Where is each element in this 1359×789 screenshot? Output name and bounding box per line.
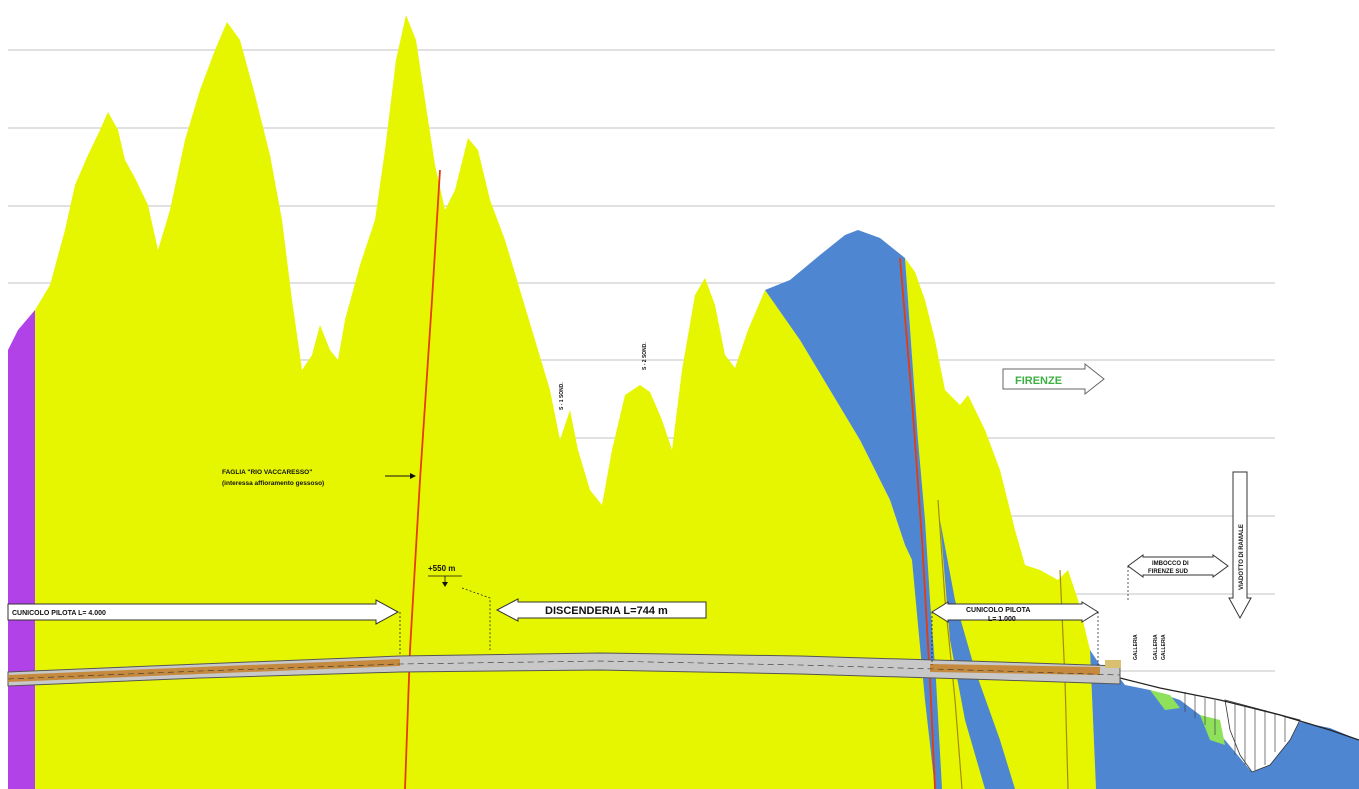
firenze-direction-arrow: FIRENZE: [1002, 362, 1105, 396]
tunnel-alignment: [7, 652, 1121, 687]
sondaggio-2-label: S - 2 SOND.: [642, 342, 648, 370]
galleria-label-3: GALLERIA: [1161, 634, 1167, 660]
tunnel-centerline: [7, 660, 1121, 680]
valley-white-fill: [1224, 699, 1301, 773]
sondaggio-1-label: S - 1 SOND.: [559, 382, 565, 410]
blue-wedge-right: [940, 520, 1015, 789]
fault-lines: [404, 169, 936, 789]
imbocco-arrow: IMBOCCO DI FIRENZE SUD: [1127, 554, 1229, 600]
cunicolo-pilota-right-arrow: CUNICOLO PILOTA L= 1.000: [931, 601, 1099, 665]
soil-green-pocket-2: [1200, 715, 1225, 745]
galleria-markers: GALLERIA GALLERIA GALLERIA: [1133, 634, 1167, 660]
cunicolo-right-label-line1: CUNICOLO PILOTA: [966, 607, 1030, 614]
firenze-label: FIRENZE: [1015, 375, 1062, 387]
soil-green-pocket-1: [1150, 690, 1180, 710]
faglia-label-line2: (interessa affioramento gessoso): [222, 480, 324, 487]
discenderia-arrow: DISCENDERIA L=744 m: [495, 598, 707, 622]
imbocco-label-line1: IMBOCCO DI: [1152, 561, 1189, 567]
discenderia-label: DISCENDERIA L=744 m: [545, 605, 668, 617]
faglia-label-line1: FAGLIA "RIO VACCARESSO": [222, 469, 312, 476]
viadotto-label: VIADOTTO DI RAMALE: [1239, 524, 1245, 590]
faglia-annotation: FAGLIA "RIO VACCARESSO" (interessa affio…: [222, 469, 416, 487]
imbocco-label-line2: FIRENZE SUD: [1148, 569, 1189, 575]
tunnel-portal-block: [1105, 660, 1121, 668]
sondaggio-markers: S - 1 SOND. S - 2 SOND.: [559, 342, 648, 410]
pilot-tunnel-right-segment: [930, 664, 1100, 675]
offset-label: +550 m: [428, 564, 455, 573]
pilot-tunnel-left-segment: [8, 659, 400, 682]
yellow-rock-formation: [8, 15, 1096, 789]
cunicolo-right-label-line2: L= 1.000: [988, 616, 1016, 623]
cunicolo-left-label: CUNICOLO PILOTA L= 4.000: [12, 610, 106, 617]
blue-basin-right: [1090, 650, 1359, 789]
viaduct-piers: [1184, 692, 1286, 770]
blue-rock-formation: [765, 230, 942, 789]
viadotto-arrow: VIADOTTO DI RAMALE: [1228, 471, 1252, 620]
galleria-label-2: GALLERIA: [1153, 634, 1159, 660]
cunicolo-pilota-left-arrow: CUNICOLO PILOTA L= 4.000: [7, 599, 401, 655]
ground-surface-right: [1119, 677, 1359, 741]
galleria-label-1: GALLERIA: [1133, 634, 1139, 660]
offset-marker: +550 m: [428, 564, 491, 650]
